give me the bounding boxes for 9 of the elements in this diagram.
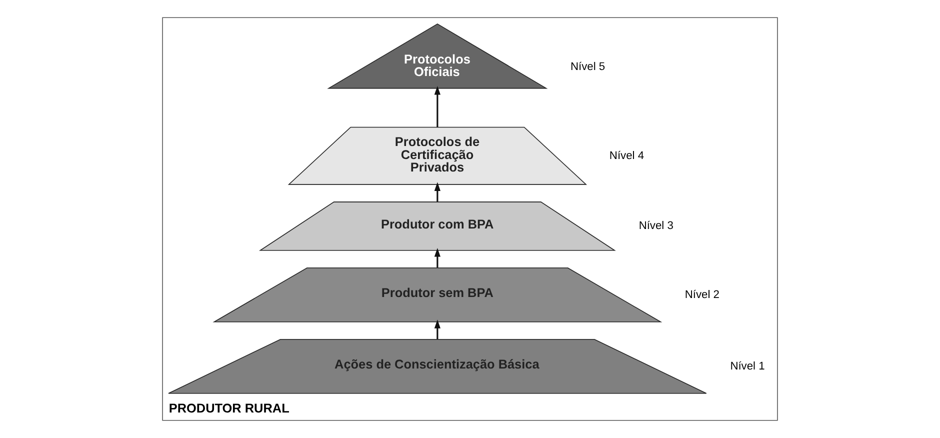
node-label: Nível 4 (609, 150, 644, 162)
arrow (434, 86, 440, 128)
node-label: Nível 1 (730, 360, 765, 372)
arrow (434, 182, 440, 202)
arrow (434, 320, 440, 340)
node-label: Nível 3 (638, 220, 674, 232)
node-label: Nível 5 (570, 60, 606, 73)
node-label: Nível 2 (684, 288, 720, 301)
arrow (434, 248, 440, 268)
